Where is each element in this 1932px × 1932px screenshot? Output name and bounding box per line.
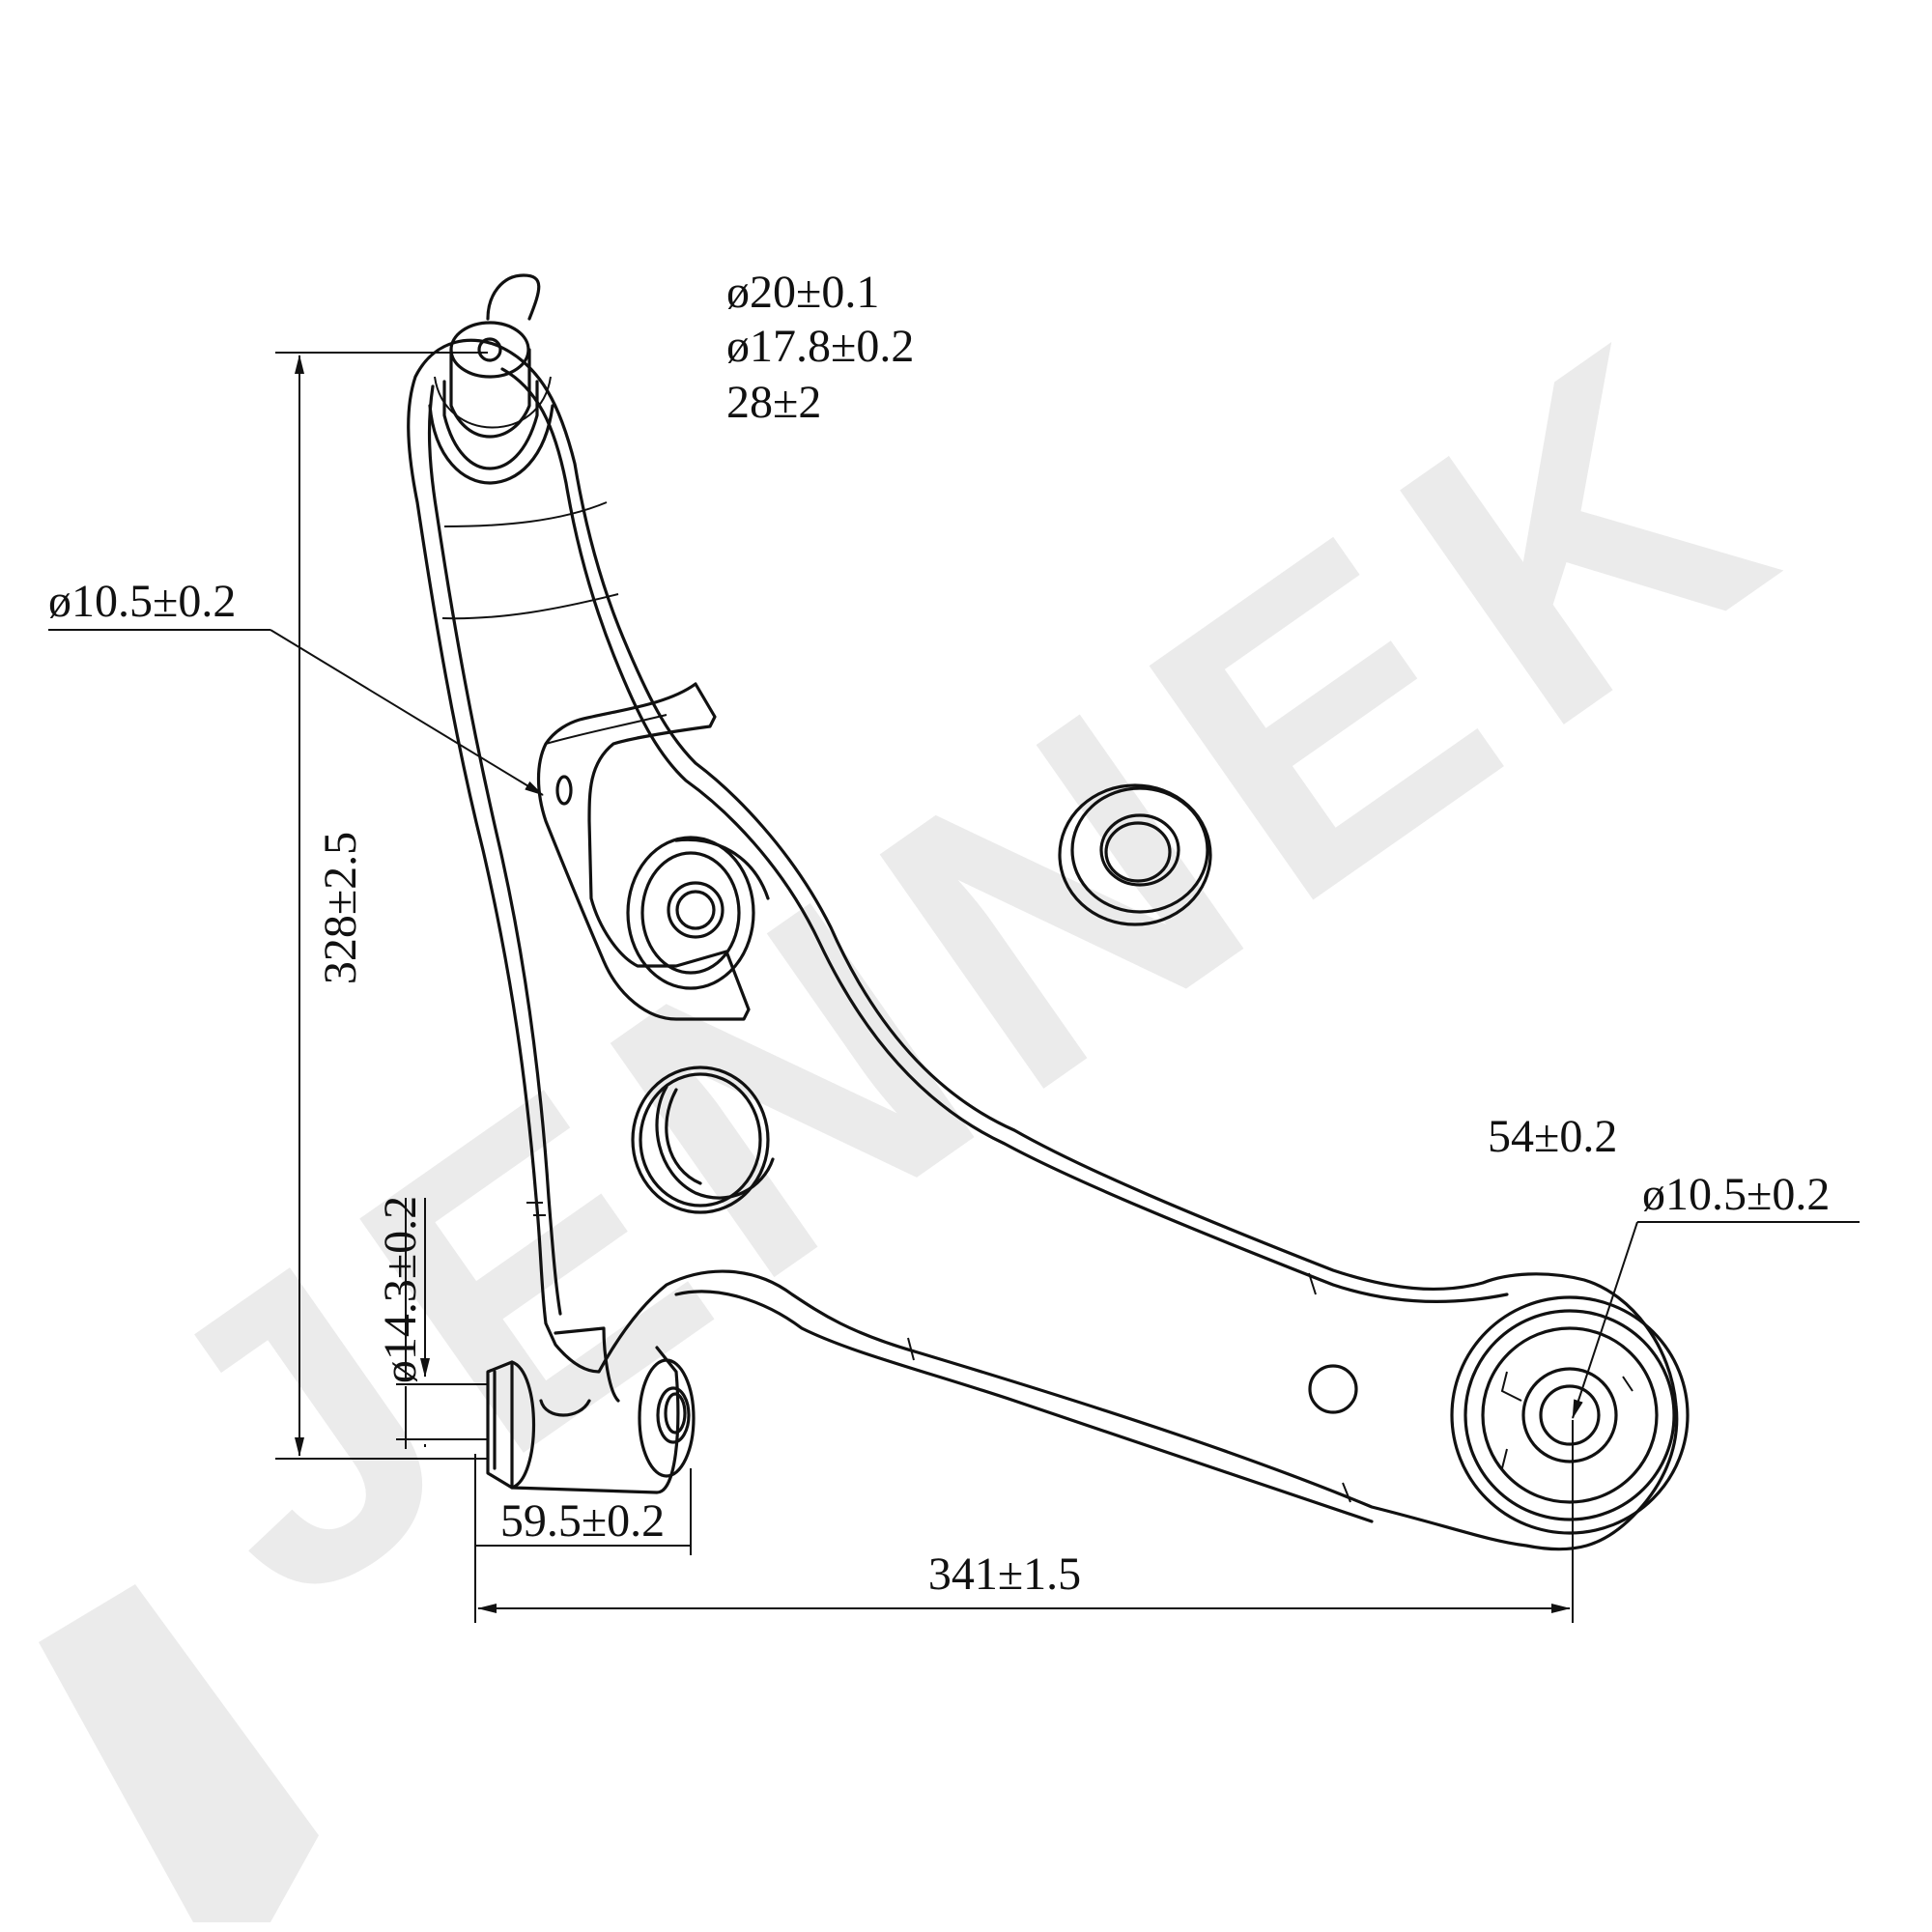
bushing-icon xyxy=(626,836,770,990)
height-label: 328±2.5 xyxy=(315,832,366,984)
front-bushing-diameter-label: ø14.3±0.2 xyxy=(375,1196,426,1383)
arm-hole xyxy=(1308,1364,1358,1414)
arm-outline-inner xyxy=(427,367,1509,1523)
ball-joint-icon xyxy=(428,273,554,485)
front-bushing-width-label: 59.5±0.2 xyxy=(500,1495,665,1547)
bracket xyxy=(536,682,751,1021)
loose-bushing-sleeve xyxy=(631,1065,775,1214)
ball-joint-length-label: 28±2 xyxy=(726,377,821,428)
ball-joint-stud-label: ø20±0.1 xyxy=(726,267,879,318)
rear-bushing xyxy=(1450,1295,1690,1535)
bracket-hole xyxy=(555,775,573,806)
dimensions: 328±2.5 ø10.5±0.2 ø20±0.1 ø17.8±0.2 28±2… xyxy=(48,267,1860,1623)
watermark-chevron xyxy=(39,1584,319,1922)
rear-bushing-bore-label: ø10.5±0.2 xyxy=(1642,1169,1830,1220)
rear-bushing-width-label: 54±0.2 xyxy=(1488,1111,1617,1162)
ball-joint-taper-label: ø17.8±0.2 xyxy=(726,321,914,372)
arrow-icon xyxy=(270,629,544,796)
loose-bushing-top xyxy=(1058,783,1212,926)
bracket-hole-label: ø10.5±0.2 xyxy=(48,576,236,627)
span-label: 341±1.5 xyxy=(928,1548,1081,1600)
arm-section-lines xyxy=(441,501,1351,1503)
control-arm xyxy=(407,338,1679,1551)
